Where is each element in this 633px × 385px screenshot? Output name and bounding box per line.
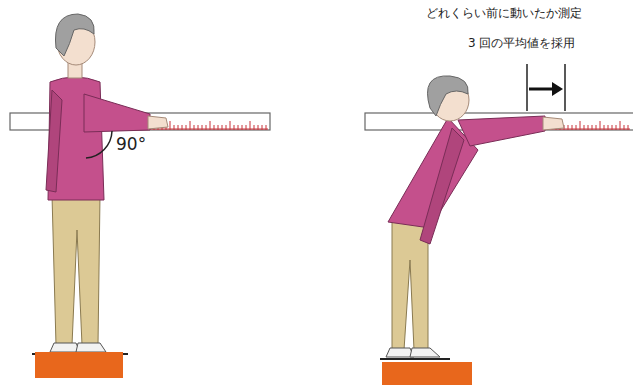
hair — [428, 76, 469, 116]
arm — [84, 94, 150, 132]
measure-line — [526, 64, 528, 111]
hand — [543, 117, 564, 130]
measure-arrow — [529, 88, 554, 91]
arm — [458, 116, 545, 146]
measure-line — [564, 64, 566, 111]
shoe — [410, 348, 440, 357]
arm — [420, 128, 464, 244]
ruler-baseline — [150, 129, 268, 130]
arm — [46, 90, 62, 192]
orange-marker — [382, 362, 472, 385]
floor-mark — [380, 358, 450, 360]
note-text: どれくらい前に動いたか測定 — [426, 6, 582, 20]
angle-arc — [86, 131, 112, 158]
hand — [148, 116, 168, 129]
angle-label: 90° — [116, 134, 146, 154]
trousers — [52, 195, 100, 345]
arrow-head — [552, 82, 563, 96]
hair — [55, 14, 94, 56]
shoe — [50, 343, 80, 352]
shoe — [76, 343, 106, 352]
note-text: 3 回の平均値を採用 — [468, 36, 575, 50]
standing-figure — [10, 14, 270, 354]
orange-marker — [35, 352, 123, 378]
leaning-figure — [365, 64, 633, 359]
